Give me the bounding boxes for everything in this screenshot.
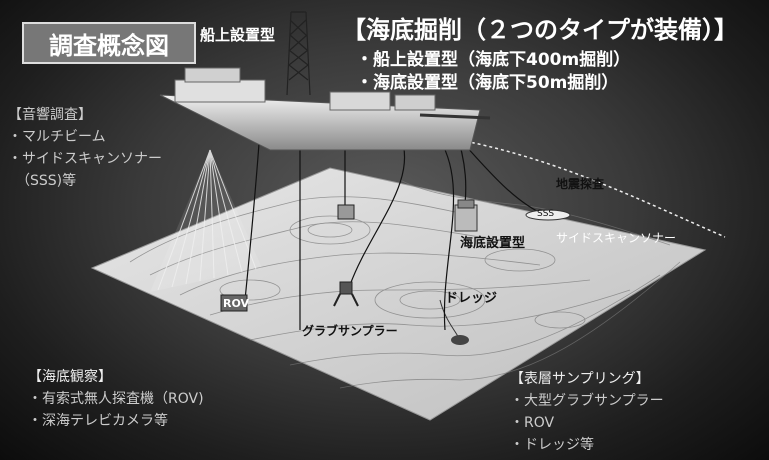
multibeam-sonar-fan xyxy=(150,149,262,292)
observation-heading: 【海底観察】 xyxy=(28,369,112,385)
seismic-label: 地震探査 xyxy=(556,177,605,191)
acoustic-heading: 【音響調査】 xyxy=(8,107,92,123)
ship-type-label: 船上設置型 xyxy=(200,26,276,44)
grab-sampler-label: グラブサンプラー xyxy=(302,324,398,338)
acoustic-item: ・マルチビーム xyxy=(8,129,106,145)
acoustic-item: ・サイドスキャンソナー xyxy=(8,151,162,167)
drilling-item: ・海底設置型（海底下50m掘削） xyxy=(356,73,619,93)
sampling-item: ・大型グラブサンプラー xyxy=(510,393,664,409)
research-ship xyxy=(159,11,491,151)
page-title: 調査概念図 xyxy=(22,22,196,64)
seafloor-terrain xyxy=(90,167,707,421)
side-scan-label: サイドスキャンソナー xyxy=(556,231,677,245)
rov-label: ROV xyxy=(223,297,250,310)
sss-tag: SSS xyxy=(537,209,555,219)
sampling-heading: 【表層サンプリング】 xyxy=(510,371,650,387)
camera-frame xyxy=(337,204,355,220)
sampling-item: ・ドレッジ等 xyxy=(510,437,594,453)
seismic-streamer xyxy=(459,139,726,238)
drilling-item: ・船上設置型（海底下400m掘削） xyxy=(356,50,631,70)
seafloor-type-label: 海底設置型 xyxy=(460,236,526,251)
observation-item: ・深海テレビカメラ等 xyxy=(28,413,168,429)
side-scan-towfish xyxy=(525,209,571,221)
observation-item: ・有索式無人探査機（ROV) xyxy=(28,391,204,407)
acoustic-item: （SSS)等 xyxy=(16,173,77,189)
grab-sampler xyxy=(333,281,359,307)
seafloor-drill-unit xyxy=(454,199,478,232)
sampling-item: ・ROV xyxy=(510,415,555,431)
dredge-label: ドレッジ xyxy=(445,291,498,306)
rov-vehicle xyxy=(220,294,248,312)
drilling-heading: 【海底掘削（２つのタイプが装備）】 xyxy=(342,16,738,44)
